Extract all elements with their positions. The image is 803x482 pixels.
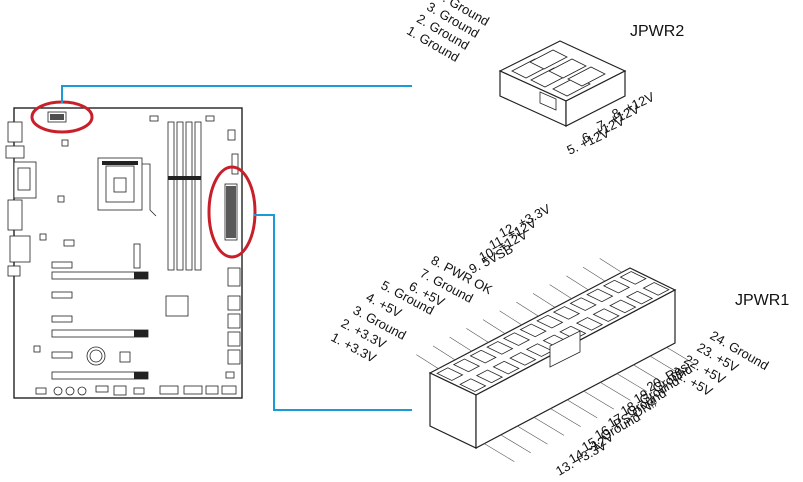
jpwr1-pin-cell	[502, 332, 531, 346]
jpwr1-title: JPWR1	[735, 292, 789, 309]
jpwr1-pin-cell	[619, 271, 647, 285]
jpwr1-pin-leader	[416, 354, 439, 369]
jpwr1-pin-leader	[500, 434, 532, 454]
jpwr1-pin-leader	[550, 408, 581, 427]
jpwr1-pin-cell	[452, 358, 481, 373]
jpwr1-pin-cell	[602, 279, 631, 294]
jpwr2-connector	[498, 40, 627, 127]
jpwr1-pin-leader	[600, 382, 631, 401]
jpwr1-pin-cell	[459, 378, 487, 392]
jpwr1-pin-leader	[633, 364, 664, 384]
jpwr1-pin-cell	[436, 367, 464, 381]
jpwr1-pin-leader	[583, 390, 614, 410]
jpwr2-title: JPWR2	[630, 23, 684, 40]
jpwr1-pin-leader	[532, 293, 556, 308]
jpwr1-pin-cell	[492, 360, 520, 375]
jpwr1-connector	[428, 267, 677, 449]
jpwr1-highlight	[207, 165, 257, 259]
jpwr1-pin-cell	[475, 369, 504, 384]
jpwr1-pin-cell	[592, 308, 620, 322]
motherboard	[5, 107, 243, 399]
jpwr1-pin-cell	[575, 317, 604, 331]
jpwr1-pin-leader	[599, 258, 622, 273]
jpwr1-pin-leader	[666, 347, 697, 366]
jpwr1-pin-cell	[469, 349, 497, 364]
jpwr1-pin-leader	[517, 425, 548, 445]
jpwr1-pin-cell	[586, 288, 614, 303]
jpwr1-pin-leader	[582, 266, 606, 282]
jpwr1-pin-cell	[552, 306, 581, 320]
jpwr1-pin-leader	[466, 328, 489, 343]
jpwr1-pin-cell	[642, 282, 670, 296]
jpwr1-pin-cell	[519, 323, 547, 338]
jpwr1-pin-leader	[449, 336, 472, 352]
jpwr1-pin-leader	[482, 319, 506, 334]
jpwr1-pin-leader	[566, 275, 589, 291]
jpwr1-pin-leader	[533, 417, 565, 436]
jpwr1-pin-cell	[625, 290, 654, 305]
jpwr1-pin-leader	[484, 443, 515, 462]
jpwr1-pin-cell	[509, 352, 537, 366]
jpwr1-pin-leader	[516, 301, 539, 317]
jpwr1-pin-cell	[569, 297, 597, 311]
jpwr1-pin-cell	[609, 299, 637, 314]
jpwr2-leader-line	[61, 85, 412, 103]
jpwr1-pin-leader	[499, 310, 522, 326]
jpwr1-pin-leader	[549, 284, 572, 299]
jpwr1-pin-leader	[649, 355, 681, 375]
jpwr1-leader-line	[254, 214, 412, 411]
jpwr1-pin-cell	[536, 314, 564, 329]
jpwr1-pin-cell	[486, 341, 514, 355]
jpwr1-pin-leader	[432, 345, 456, 361]
jpwr1-pin-leader	[567, 399, 598, 419]
jpwr1-pin-leader	[616, 373, 648, 392]
